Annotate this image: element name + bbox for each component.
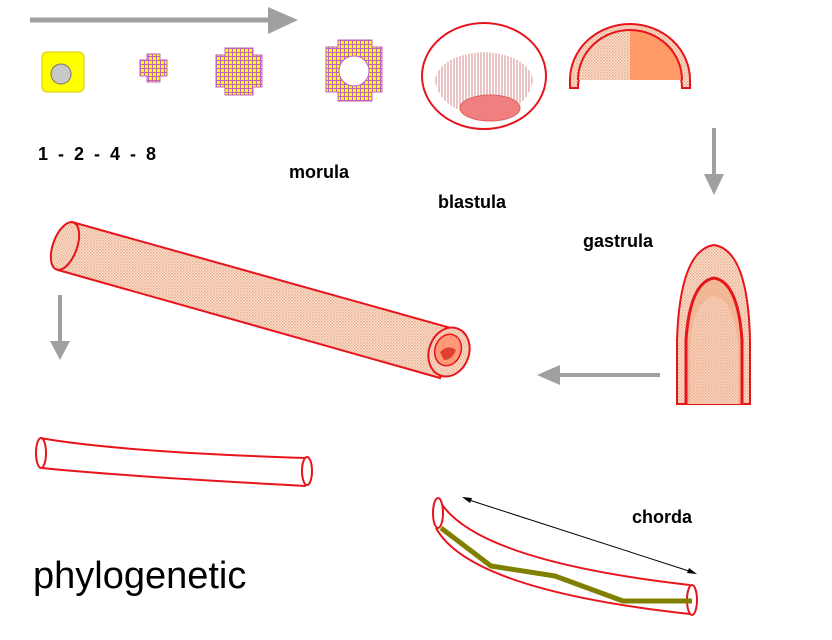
chorda-label: chorda [632, 507, 693, 527]
gastrula-label: gastrula [583, 231, 654, 251]
two-cell-stage [139, 53, 168, 83]
arrow-left-middle [537, 365, 660, 385]
arrow-down-left [50, 295, 70, 360]
single-cell-stage [41, 51, 85, 93]
arrow-down-right [704, 128, 724, 195]
chorda-length-arrow [462, 497, 697, 574]
blastula-label: blastula [438, 192, 507, 212]
hollow-tube [35, 437, 313, 487]
tube-with-chorda [432, 497, 698, 616]
arrow-right-top [30, 7, 298, 34]
phylogenetic-label: phylogenetic [33, 555, 246, 597]
cell-count-sequence: 1 - 2 - 4 - 8 [38, 144, 156, 164]
elongated-gastrula [676, 243, 751, 405]
blastula-sphere [421, 22, 547, 130]
neural-tube-cylinder [49, 220, 471, 380]
gastrula-section [569, 23, 691, 89]
four-cell-stage [215, 47, 263, 96]
morula-label: morula [289, 162, 350, 182]
eight-cell-ring-stage [325, 39, 383, 102]
